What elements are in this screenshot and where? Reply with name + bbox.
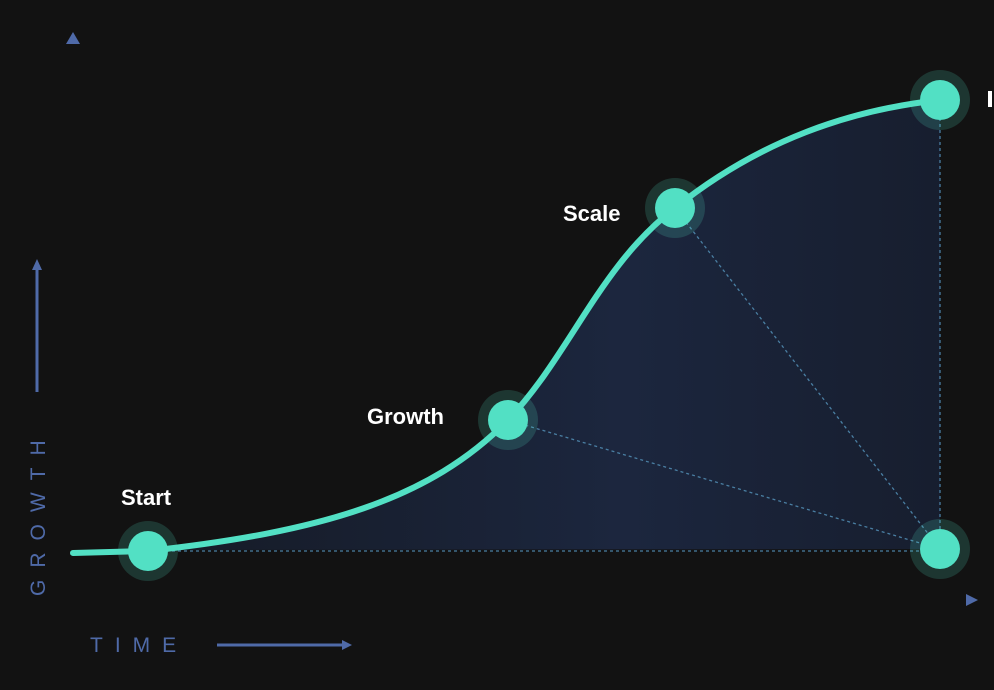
label-scale: Scale xyxy=(563,201,621,226)
label-start: Start xyxy=(121,485,172,510)
growth-curve xyxy=(70,97,943,556)
y-axis-title: GROWTH xyxy=(27,259,50,596)
label-growth: Growth xyxy=(367,404,444,429)
cropped-label-fragment xyxy=(988,91,992,107)
node-start xyxy=(118,521,178,581)
node-growth xyxy=(478,390,538,450)
x-axis-title: TIME xyxy=(90,634,352,657)
connector-lines xyxy=(148,100,941,552)
y-axis-title-arrow-head xyxy=(32,259,42,270)
area-under-curve xyxy=(148,100,940,550)
node-peak xyxy=(910,70,970,130)
x-axis-label: TIME xyxy=(90,634,188,657)
node-scale xyxy=(645,178,705,238)
y-axis-label: GROWTH xyxy=(27,428,50,596)
node-base xyxy=(910,519,970,579)
x-axis-arrow xyxy=(966,594,978,606)
y-axis-arrow xyxy=(66,32,80,44)
x-axis-title-arrow-head xyxy=(342,640,352,650)
